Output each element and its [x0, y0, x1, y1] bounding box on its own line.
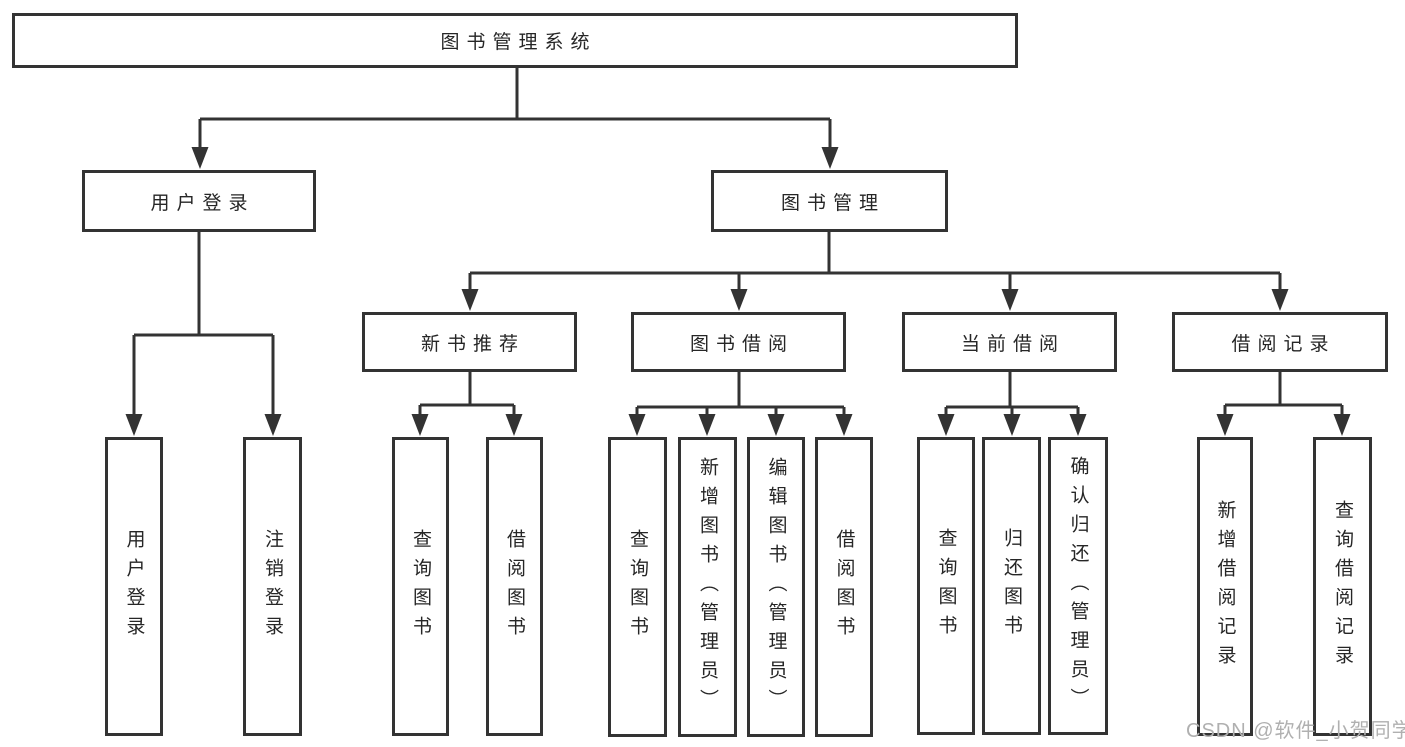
node-leaf-borrow-books-recommend: 借阅图书 [486, 437, 543, 736]
node-leaf-confirm-return-admin: 确认归还（管理员） [1048, 437, 1108, 735]
node-new-book-recommend: 新书推荐 [362, 312, 577, 372]
connector-borrow-to-leaves [635, 372, 846, 415]
node-leaf-edit-book-admin: 编辑图书（管理员） [747, 437, 805, 737]
watermark: CSDN @软件_小贺同学 [1186, 720, 1405, 742]
node-leaf-add-borrow-record: 新增借阅记录 [1197, 437, 1253, 736]
connector-user-login-to-leaves [132, 232, 275, 415]
connector-records-to-leaves [1223, 372, 1344, 415]
node-leaf-return-book: 归还图书 [982, 437, 1041, 735]
arrowheads [125, 147, 1351, 436]
connector-current-to-leaves [944, 372, 1080, 415]
node-leaf-add-book-admin: 新增图书（管理员） [678, 437, 737, 737]
node-leaf-query-books-recommend: 查询图书 [392, 437, 449, 736]
node-leaf-query-books-current: 查询图书 [917, 437, 975, 735]
node-borrow-records: 借阅记录 [1172, 312, 1388, 372]
node-leaf-borrow-books: 借阅图书 [815, 437, 873, 737]
node-book-management: 图书管理 [711, 170, 948, 232]
connector-root-to-level2 [198, 68, 832, 148]
node-user-login: 用户登录 [82, 170, 316, 232]
node-leaf-query-books-borrow: 查询图书 [608, 437, 667, 737]
node-leaf-logout: 注销登录 [243, 437, 302, 736]
connector-recommend-to-leaves [418, 372, 516, 415]
node-current-borrow: 当前借阅 [902, 312, 1117, 372]
node-leaf-query-borrow-record: 查询借阅记录 [1313, 437, 1372, 736]
node-leaf-user-login: 用户登录 [105, 437, 163, 736]
node-root: 图书管理系统 [12, 13, 1018, 68]
node-book-borrow: 图书借阅 [631, 312, 846, 372]
connector-book-management-to-level3 [468, 232, 1282, 290]
